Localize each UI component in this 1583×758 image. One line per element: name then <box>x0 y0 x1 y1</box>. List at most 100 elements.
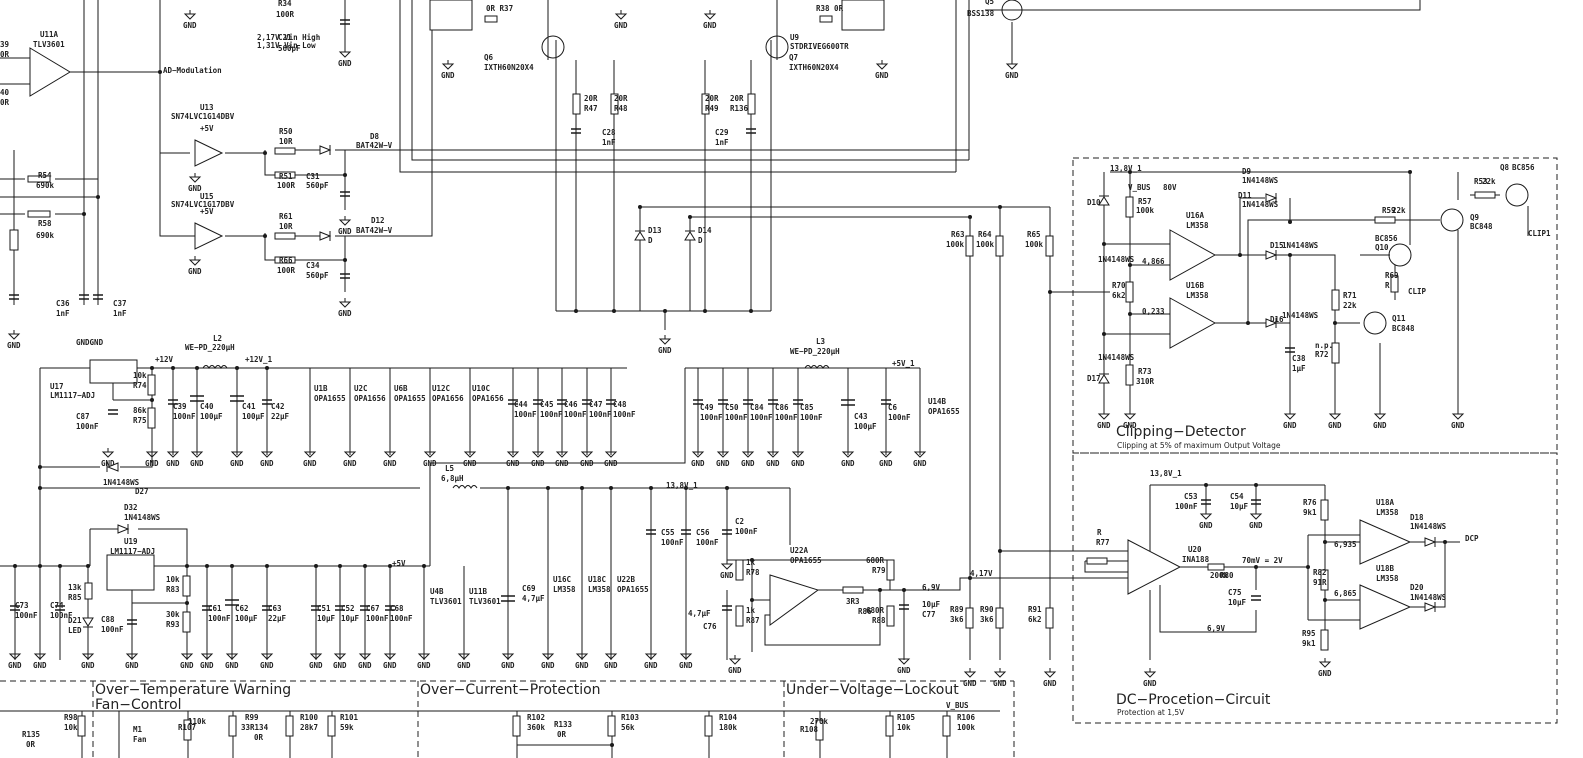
label-r98v: 10k <box>64 723 78 732</box>
ground-symbol <box>614 10 628 20</box>
ground-symbol <box>1123 410 1137 420</box>
label-u15p: SN74LVC1G17DBV <box>171 200 235 209</box>
label-r76v: 9k1 <box>1303 508 1317 517</box>
label-r82v: 91R <box>1313 578 1327 587</box>
label-c63v: 22µF <box>268 614 287 623</box>
ground-symbol <box>463 448 477 458</box>
label-u18bp: LM358 <box>1376 574 1399 583</box>
label-q10: BC856 <box>1375 234 1398 243</box>
ground-label: GND <box>188 184 202 193</box>
label-c62v: 100µF <box>235 614 258 623</box>
label-d11: D11 <box>1238 191 1252 200</box>
ground-symbol <box>1005 60 1019 70</box>
ground-label: GND <box>879 459 893 468</box>
label-r78: 1k <box>746 558 756 567</box>
label-u18: U1B <box>314 384 328 393</box>
ground-label: GND <box>1318 669 1332 678</box>
label-r72: n.p. <box>1315 341 1333 350</box>
label-u12cp: OPA1656 <box>432 394 464 403</box>
ground-symbol <box>575 650 589 660</box>
ground-label: GND <box>333 661 347 670</box>
label-r71v: 22k <box>1343 301 1357 310</box>
label-v6865: 6,865 <box>1334 589 1357 598</box>
label-d18p: 1N4148WS <box>1410 522 1447 531</box>
ground-label: GND <box>463 459 477 468</box>
label-r106: R106 <box>957 713 976 722</box>
label-c88v: 100nF <box>101 625 124 634</box>
label-c54v: 10µF <box>1230 502 1249 511</box>
label-d10: D10 <box>1087 198 1101 207</box>
ground-label: GND <box>716 459 730 468</box>
label-c38: C38 <box>1292 354 1306 363</box>
label-u16a: U16A <box>1186 211 1205 220</box>
label-u18ap: LM358 <box>1376 508 1399 517</box>
label-q11: Q11 <box>1392 314 1406 323</box>
ground-label: GND <box>8 661 22 670</box>
section-frames <box>0 157 1558 758</box>
label-c56v: 100nF <box>696 538 719 547</box>
ground-label: GND <box>338 227 352 236</box>
label-u6b: U6B <box>394 384 408 393</box>
ground-symbol <box>728 655 742 665</box>
label-c48v: 100nF <box>613 410 636 419</box>
ground-symbol <box>383 650 397 660</box>
label-c73: C73 <box>15 601 29 610</box>
label-r89: R89 <box>950 605 964 614</box>
label-u18a: U18A <box>1376 498 1395 507</box>
label-c61v: 100nF <box>208 614 231 623</box>
ground-symbol <box>125 650 139 660</box>
label-u4b: U4B <box>430 587 444 596</box>
ground-symbol <box>225 650 239 660</box>
label-c28: C28 <box>602 128 616 137</box>
label-r48b: R48 <box>614 104 628 113</box>
label-u14b: U14B <box>928 397 947 406</box>
label-r75b: R75 <box>133 416 147 425</box>
ground-label: GND <box>720 571 734 580</box>
label-q7p: IXTH60N20X4 <box>789 63 839 72</box>
label-c54: C54 <box>1230 492 1244 501</box>
label-v138: 13,8V_1 <box>666 481 698 490</box>
ground-label: GND <box>260 661 274 670</box>
label-r101v: 59k <box>340 723 354 732</box>
ground-label: GND <box>728 666 742 675</box>
label-c86v: 100nF <box>775 413 798 422</box>
label-q8p: BC856 <box>1512 163 1535 172</box>
label-vin_lo: 1,31V Vin Low <box>257 41 316 50</box>
label-r103: R103 <box>621 713 640 722</box>
label-r57v: 100k <box>1136 206 1155 215</box>
label-c49v: 100nF <box>700 413 723 422</box>
label-r47b: R47 <box>584 104 598 113</box>
label-r106v: 100k <box>957 723 976 732</box>
label-r37: 0R R37 <box>486 4 513 13</box>
label-c2: C2 <box>735 517 744 526</box>
ground-symbol <box>580 448 594 458</box>
ground-symbol <box>166 448 180 458</box>
label-vbus2: V_BUS <box>946 701 969 710</box>
label-u22bp: OPA1655 <box>617 585 649 594</box>
label-r107: R107 <box>178 723 196 732</box>
ground-label: GND <box>457 661 471 670</box>
diodes <box>82 145 1437 628</box>
ground-symbol <box>644 650 658 660</box>
ground-label: GND <box>506 459 520 468</box>
label-u4bp: TLV3601 <box>430 597 462 606</box>
label-d11p: 1N4148WS <box>1242 200 1279 209</box>
label-d16p: 1N4148WS <box>1282 311 1319 320</box>
label-c39: C39 <box>173 402 187 411</box>
label-r59v: 22k <box>1392 206 1406 215</box>
ground-symbol <box>841 448 855 458</box>
ground-symbol <box>1143 668 1157 678</box>
label-r38: R38 0R <box>816 4 844 13</box>
label-r63: R63 <box>951 230 965 239</box>
label-p5v_3: +5V <box>392 559 406 568</box>
label-v80: 80V <box>1163 183 1177 192</box>
label-u2c: U2C <box>354 384 368 393</box>
label-c6v: 100nF <box>888 413 911 422</box>
label-v69: 6,9V <box>922 583 941 592</box>
label-v417: 4,17V <box>970 569 993 578</box>
label-c43: C43 <box>854 412 868 421</box>
label-u16ap: LM358 <box>1186 221 1209 230</box>
label-r54v: 690k <box>36 181 55 190</box>
label-r49b: R49 <box>705 104 719 113</box>
junctions <box>13 70 1447 747</box>
